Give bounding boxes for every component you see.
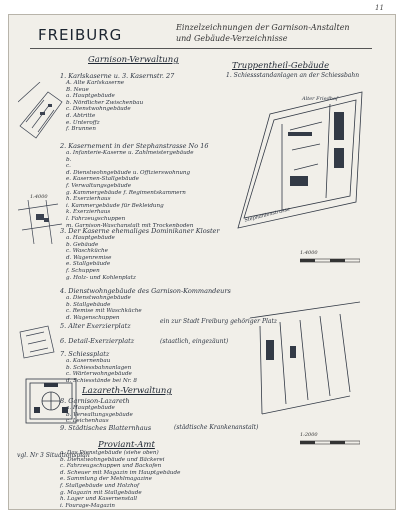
item-9-title: 9. Städtisches Blatternhaus	[60, 424, 152, 432]
list-item: f. Schuppen	[66, 267, 100, 274]
list-item: A. Alte Karlskaserne	[66, 80, 125, 86]
list-item: b. Schiessbahnanlagen	[66, 364, 132, 371]
list-item: c. Waschküche	[66, 248, 108, 255]
map-scale-bar	[300, 258, 360, 263]
item-2-title: 2. Kasernement in der Stephanstrasse No …	[60, 142, 209, 150]
bottom-scale-label: 1:2000	[300, 432, 318, 438]
ref-note: vgl. Nr 3 Situationsplan	[17, 452, 90, 459]
item-3-list: a. Hauptgebäude b. Gebäude c. Waschküche…	[66, 235, 136, 281]
list-item: c.	[66, 163, 71, 170]
left-scale-label: 1:4000	[30, 194, 48, 200]
item-8-title: 8. Garnison-Lazareth	[60, 397, 130, 405]
item-6-note: (staatlich, eingezäunt)	[160, 338, 229, 345]
list-item: c. Wärterwohngebäude	[66, 371, 132, 378]
list-item: f. Stallgebäude und Holzhof	[60, 482, 140, 489]
item-1-title: 1. Karlskaserne u. 3. Kasernstr. 27	[60, 72, 175, 80]
list-item: c. Dienstwohngebäude	[66, 106, 131, 113]
title-rule	[30, 48, 372, 49]
section-garnison-verwaltung: Garnison-Verwaltung	[88, 55, 179, 65]
list-item: b. Nördlicher Zwischenbau	[66, 99, 144, 106]
truppentheil-note: 1. Schiessstandanlagen an der Schiessbah…	[226, 72, 360, 79]
list-item: e. Unteroffz	[66, 119, 100, 126]
item-8-list: a. Hauptgebäude b. Verwaltungsgebäude c.…	[66, 405, 133, 425]
list-item: a. Das Dienstgebäude (siehe oben)	[60, 450, 159, 456]
list-item: d. Wagenremise	[66, 254, 112, 261]
page-number: 11	[375, 4, 384, 12]
list-item: a. Hauptgebäude	[66, 93, 115, 100]
lazareth-plan	[25, 378, 77, 424]
list-item: m. Garnison-Waschanstalt mit Trockenbode…	[66, 222, 194, 229]
proviant-list: a. Das Dienstgebäude (siehe oben) b. Die…	[60, 450, 180, 509]
item-3-title: 3. Der Kaserne ehemaliges Dominikaner Kl…	[60, 227, 220, 235]
list-item: b. Dienstwohngebäude und Bäckerei	[60, 456, 165, 463]
item-1-list: A. Alte Karlskaserne B. Neue a. Hauptgeb…	[66, 80, 143, 133]
subtitle-line: Einzelzeichnungen der Garnison-Anstalten	[176, 23, 350, 32]
list-item: c. Leichenhaus	[66, 418, 109, 425]
list-item: a. Infanterie-Kaserne u. Zahlmeistergebä…	[66, 150, 194, 156]
karlskaserne-plan	[18, 82, 63, 139]
list-item: a. Hauptgebäude	[66, 235, 115, 241]
dominikaner-plan	[18, 200, 63, 244]
list-item: c. Remise mit Waschküche	[66, 308, 142, 315]
item-7-list: a. Kasernenbau b. Schiessbahnanlagen c. …	[66, 358, 137, 384]
list-item: d. Wagenschuppen	[66, 314, 120, 321]
list-item: l. Fahrzeugschuppen	[66, 215, 126, 222]
list-item: b. Verwaltungsgebäude	[66, 411, 133, 418]
page-title: FREIBURG	[38, 26, 123, 44]
list-item: d. Scheuer mit Magazin im Hauptgebäude	[60, 469, 181, 476]
section-lazareth-verwaltung: Lazareth-Verwaltung	[82, 386, 172, 396]
item-4-title: 4. Dienstwohngebäude des Garnison-Komman…	[60, 287, 231, 295]
list-item: i. Kammergebäude für Bekleidung	[66, 202, 164, 209]
list-item: B. Neue	[66, 86, 89, 93]
item-5-title: 5. Alter Exerzierplatz	[60, 322, 131, 330]
kasernement-site-plan	[237, 91, 363, 229]
list-item: e. Kasernen-Stallgebäude	[66, 176, 139, 183]
list-item: b. Stallgebäude	[66, 301, 111, 308]
item-5-note: ein zur Stadt Freiburg gehöriger Platz	[160, 318, 278, 325]
list-item: c. Fahrzeugschuppen und Backofen	[60, 463, 162, 470]
bottom-scale-bar	[300, 440, 360, 445]
item-2-list: a. Infanterie-Kaserne u. Zahlmeistergebä…	[66, 150, 194, 229]
item-6-title: 6. Detail-Exerzierplatz	[60, 337, 135, 345]
item-9-note: (städtische Krankenanstalt)	[174, 424, 259, 431]
subtitle-line: und Gebäude-Verzeichnisse	[176, 34, 288, 43]
list-item: i. Fourage-Magazin	[60, 502, 115, 509]
schiessplatz-plan	[250, 301, 361, 415]
list-item: a. Kasernenbau	[66, 358, 111, 364]
list-item: g. Holz- und Kohlenplatz	[66, 274, 136, 281]
list-item: f. Verwaltungsgebäude	[66, 182, 132, 189]
item-7-title: 7. Schiessplatz	[60, 350, 110, 358]
list-item: d. Abtritte	[66, 112, 96, 119]
list-item: d. Schiesstände bei Nr. 8	[66, 377, 137, 384]
list-item: k. Exerzierhaus	[66, 209, 111, 216]
list-item: d. Dienstwohngebäude u. Offizierswohnung	[66, 169, 191, 176]
list-item: h. Lager und Kasernenstall	[60, 496, 138, 503]
section-proviant-amt: Proviant-Amt	[98, 440, 155, 450]
list-item: e. Stallgebäude	[66, 261, 111, 268]
page-subtitle: Einzelzeichnungen der Garnison-Anstalten…	[176, 22, 376, 44]
list-item: a. Dienstwohngebäude	[66, 295, 131, 301]
item-4-list: a. Dienstwohngebäude b. Stallgebäude c. …	[66, 295, 142, 321]
list-item: g. Kammergebäude f. Regimentskammern	[66, 189, 186, 196]
exerzierplatz-plan	[19, 325, 55, 359]
map-scale-label: 1:4000	[300, 250, 318, 256]
list-item: g. Magazin mit Stallgebäude	[60, 489, 142, 496]
section-truppentheil-gebaeude: Truppentheil-Gebäude	[232, 61, 330, 71]
list-item: b. Gebäude	[66, 241, 99, 248]
list-item: a. Hauptgebäude	[66, 405, 115, 411]
list-item: h. Exerzierhaus	[66, 196, 111, 203]
list-item: f. Brunnen	[66, 126, 96, 133]
list-item: e. Sammlung der Mehlmagazine	[60, 476, 152, 483]
map-label-friedhof: Alter Friedhof	[302, 96, 338, 102]
list-item: b.	[66, 156, 72, 163]
